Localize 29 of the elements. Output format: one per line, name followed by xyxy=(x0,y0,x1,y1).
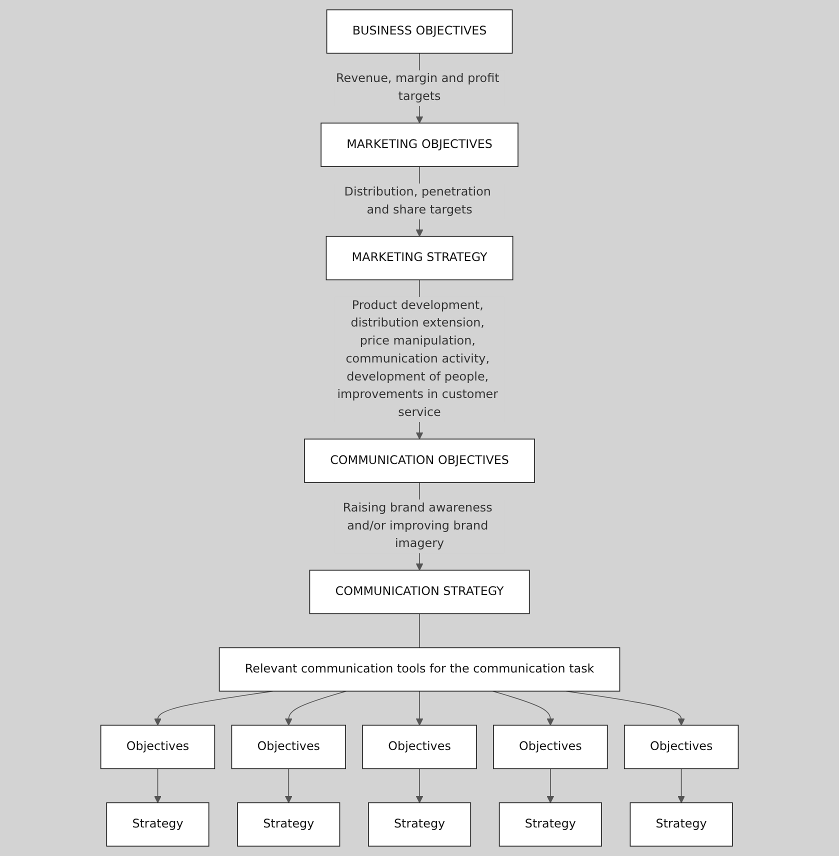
node-box: Relevant communication tools for the communication task xyxy=(218,647,620,692)
node-box: MARKETING OBJECTIVES xyxy=(320,122,518,167)
node-box: MARKETING STRATEGY xyxy=(326,236,514,280)
arrow xyxy=(284,690,347,726)
node-box: BUSINESS OBJECTIVES xyxy=(326,9,513,54)
arrow xyxy=(154,768,162,804)
arrow xyxy=(678,768,686,804)
node-box: COMMUNICATION STRATEGY xyxy=(309,570,530,614)
arrow xyxy=(416,768,424,804)
node-box: Objectives xyxy=(362,724,477,770)
edge-label: Revenue, margin and profit targets xyxy=(336,72,500,104)
node-box: Objectives xyxy=(231,724,346,770)
connector xyxy=(419,613,420,648)
node-box: Strategy xyxy=(498,802,602,847)
node-box: Strategy xyxy=(106,802,210,847)
node-box: COMMUNICATION OBJECTIVES xyxy=(304,438,535,483)
arrow xyxy=(492,690,554,726)
edge-label: Product development, distribution extension, price manipulation, communication activity, development of people, improvements in customer service xyxy=(337,298,498,420)
node-box: Objectives xyxy=(100,724,216,770)
edge-label: Distribution, penetration and share targets xyxy=(344,185,491,217)
arrow xyxy=(546,768,554,804)
node-box: Strategy xyxy=(630,802,733,847)
node-box: Objectives xyxy=(493,724,608,770)
node-box: Strategy xyxy=(237,802,340,847)
node-box: Strategy xyxy=(368,802,472,847)
edge-label: Raising brand awareness and/or improving brand imagery xyxy=(342,501,492,551)
arrow xyxy=(416,690,424,726)
node-box: Objectives xyxy=(624,724,739,770)
arrow xyxy=(284,768,292,804)
